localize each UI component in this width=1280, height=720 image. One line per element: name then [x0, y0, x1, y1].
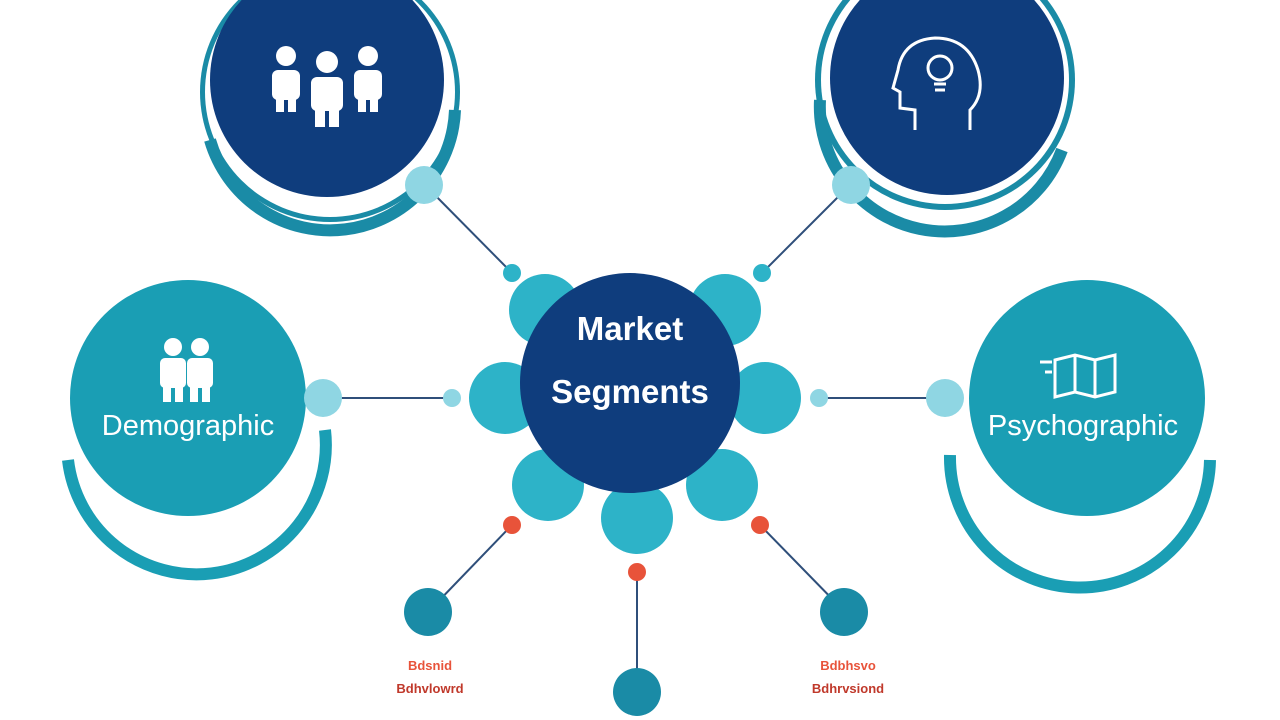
psychographic-node-core	[969, 280, 1205, 516]
center-node-core	[520, 273, 740, 493]
top-right-node[interactable]	[813, 0, 1075, 238]
map-icon	[1040, 353, 1117, 399]
joint-dot-top-left	[503, 264, 521, 282]
bottom-center-leaf[interactable]	[613, 668, 661, 716]
joint-dot-right	[810, 389, 828, 407]
bottom-left-leaf[interactable]	[404, 588, 452, 636]
petal	[686, 449, 758, 521]
center-label-line2: Segments	[551, 373, 709, 410]
center-label-line1: Market	[577, 310, 683, 347]
top-right-connector-dot	[832, 166, 870, 204]
two-people-icon	[160, 338, 213, 402]
joint-dot-left	[443, 389, 461, 407]
connector-top-left	[424, 184, 513, 274]
top-left-node[interactable]	[200, 0, 461, 237]
psychographic-connector-dot	[926, 379, 964, 417]
bottom-right-leaf[interactable]	[820, 588, 868, 636]
bottom-right-label-line2: Bdhrvsiond	[812, 681, 884, 696]
petal	[729, 362, 801, 434]
accent-dot-center	[628, 563, 646, 581]
accent-dot-right	[751, 516, 769, 534]
group-of-people-icon	[272, 46, 382, 127]
top-right-node-core	[830, 0, 1064, 195]
petal	[601, 482, 673, 554]
bottom-left-label-line2: Bdhvlowrd	[396, 681, 463, 696]
demographic-node[interactable]: Demographic	[62, 280, 342, 581]
head-lightbulb-icon	[891, 36, 982, 130]
top-left-connector-dot	[405, 166, 443, 204]
connector-top-right	[761, 184, 851, 274]
bottom-left-label-line1: Bdsnid	[408, 658, 452, 673]
bottom-right-label-line1: Bdbhsvo	[820, 658, 876, 673]
demographic-label: Demographic	[102, 410, 274, 442]
demographic-connector-dot	[304, 379, 342, 417]
accent-dot-left	[503, 516, 521, 534]
psychographic-node[interactable]: Psychographic	[926, 280, 1216, 594]
joint-dot-top-right	[753, 264, 771, 282]
demographic-node-core	[70, 280, 306, 516]
center-node[interactable]: Market Segments	[520, 273, 740, 493]
psychographic-label: Psychographic	[988, 410, 1178, 442]
